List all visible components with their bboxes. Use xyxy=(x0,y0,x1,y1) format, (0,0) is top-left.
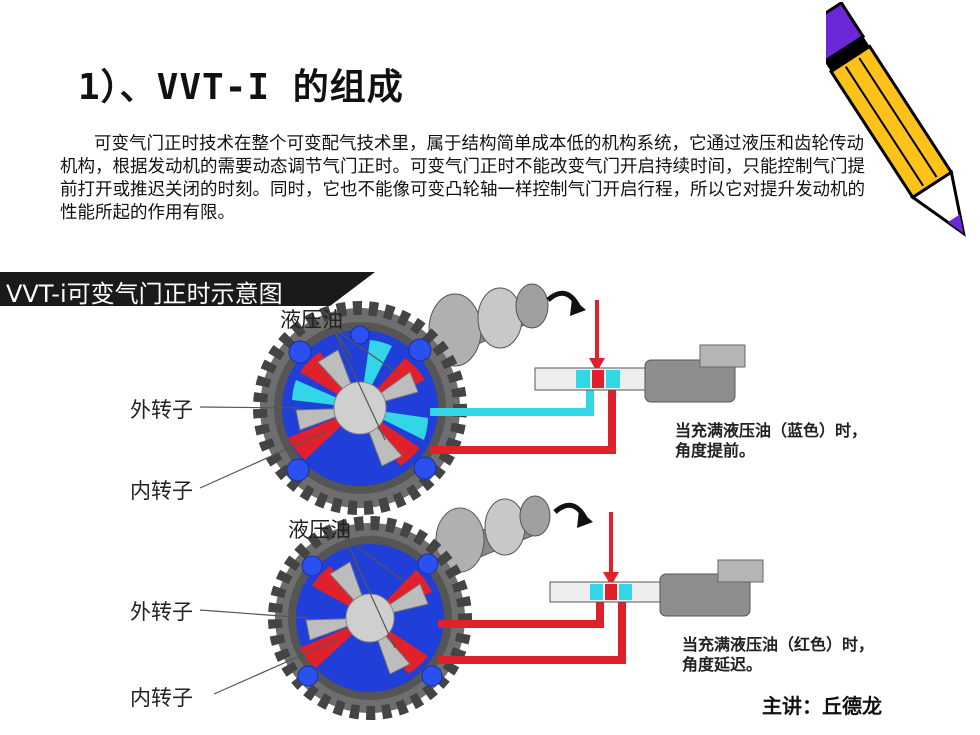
top-assembly xyxy=(253,283,746,515)
diagram-banner-text: VVT-i可变气门正时示意图 xyxy=(6,280,283,308)
body-paragraph: 可变气门正时技术在整个可变配气技术里，属于结构简单成本低的机构系统，它通过液压和… xyxy=(60,134,865,223)
top-outer-rotor-label: 外转子 xyxy=(130,398,193,422)
top-note: 当充满液压油（蓝色）时， 角度提前。 xyxy=(675,421,867,461)
bottom-assembly xyxy=(268,495,764,720)
top-inner-rotor-label: 内转子 xyxy=(130,479,193,503)
bottom-note: 当充满液压油（红色）时， 角度延迟。 xyxy=(682,635,874,675)
top-oil-label: 液压油 xyxy=(280,308,343,332)
speaker-credit: 主讲：丘德龙 xyxy=(762,694,882,718)
vvt-diagram xyxy=(199,283,764,720)
top-note-line2: 角度提前。 xyxy=(675,441,756,460)
bottom-note-line1: 当充满液压油（红色）时， xyxy=(682,635,875,654)
slide-title: 1）、VVT-I 的组成 xyxy=(78,67,404,108)
body-text: 可变气门正时技术在整个可变配气技术里，属于结构简单成本低的机构系统，它通过液压和… xyxy=(60,133,880,225)
diagram-banner: VVT-i可变气门正时示意图 xyxy=(0,272,375,306)
bottom-outer-rotor-label: 外转子 xyxy=(130,600,193,624)
bottom-oil-label: 液压油 xyxy=(288,518,351,542)
bottom-inner-rotor-label: 内转子 xyxy=(130,686,193,710)
pencil-icon xyxy=(826,2,966,237)
bottom-note-line2: 角度延迟。 xyxy=(682,655,763,674)
top-note-line1: 当充满液压油（蓝色）时， xyxy=(675,421,868,440)
